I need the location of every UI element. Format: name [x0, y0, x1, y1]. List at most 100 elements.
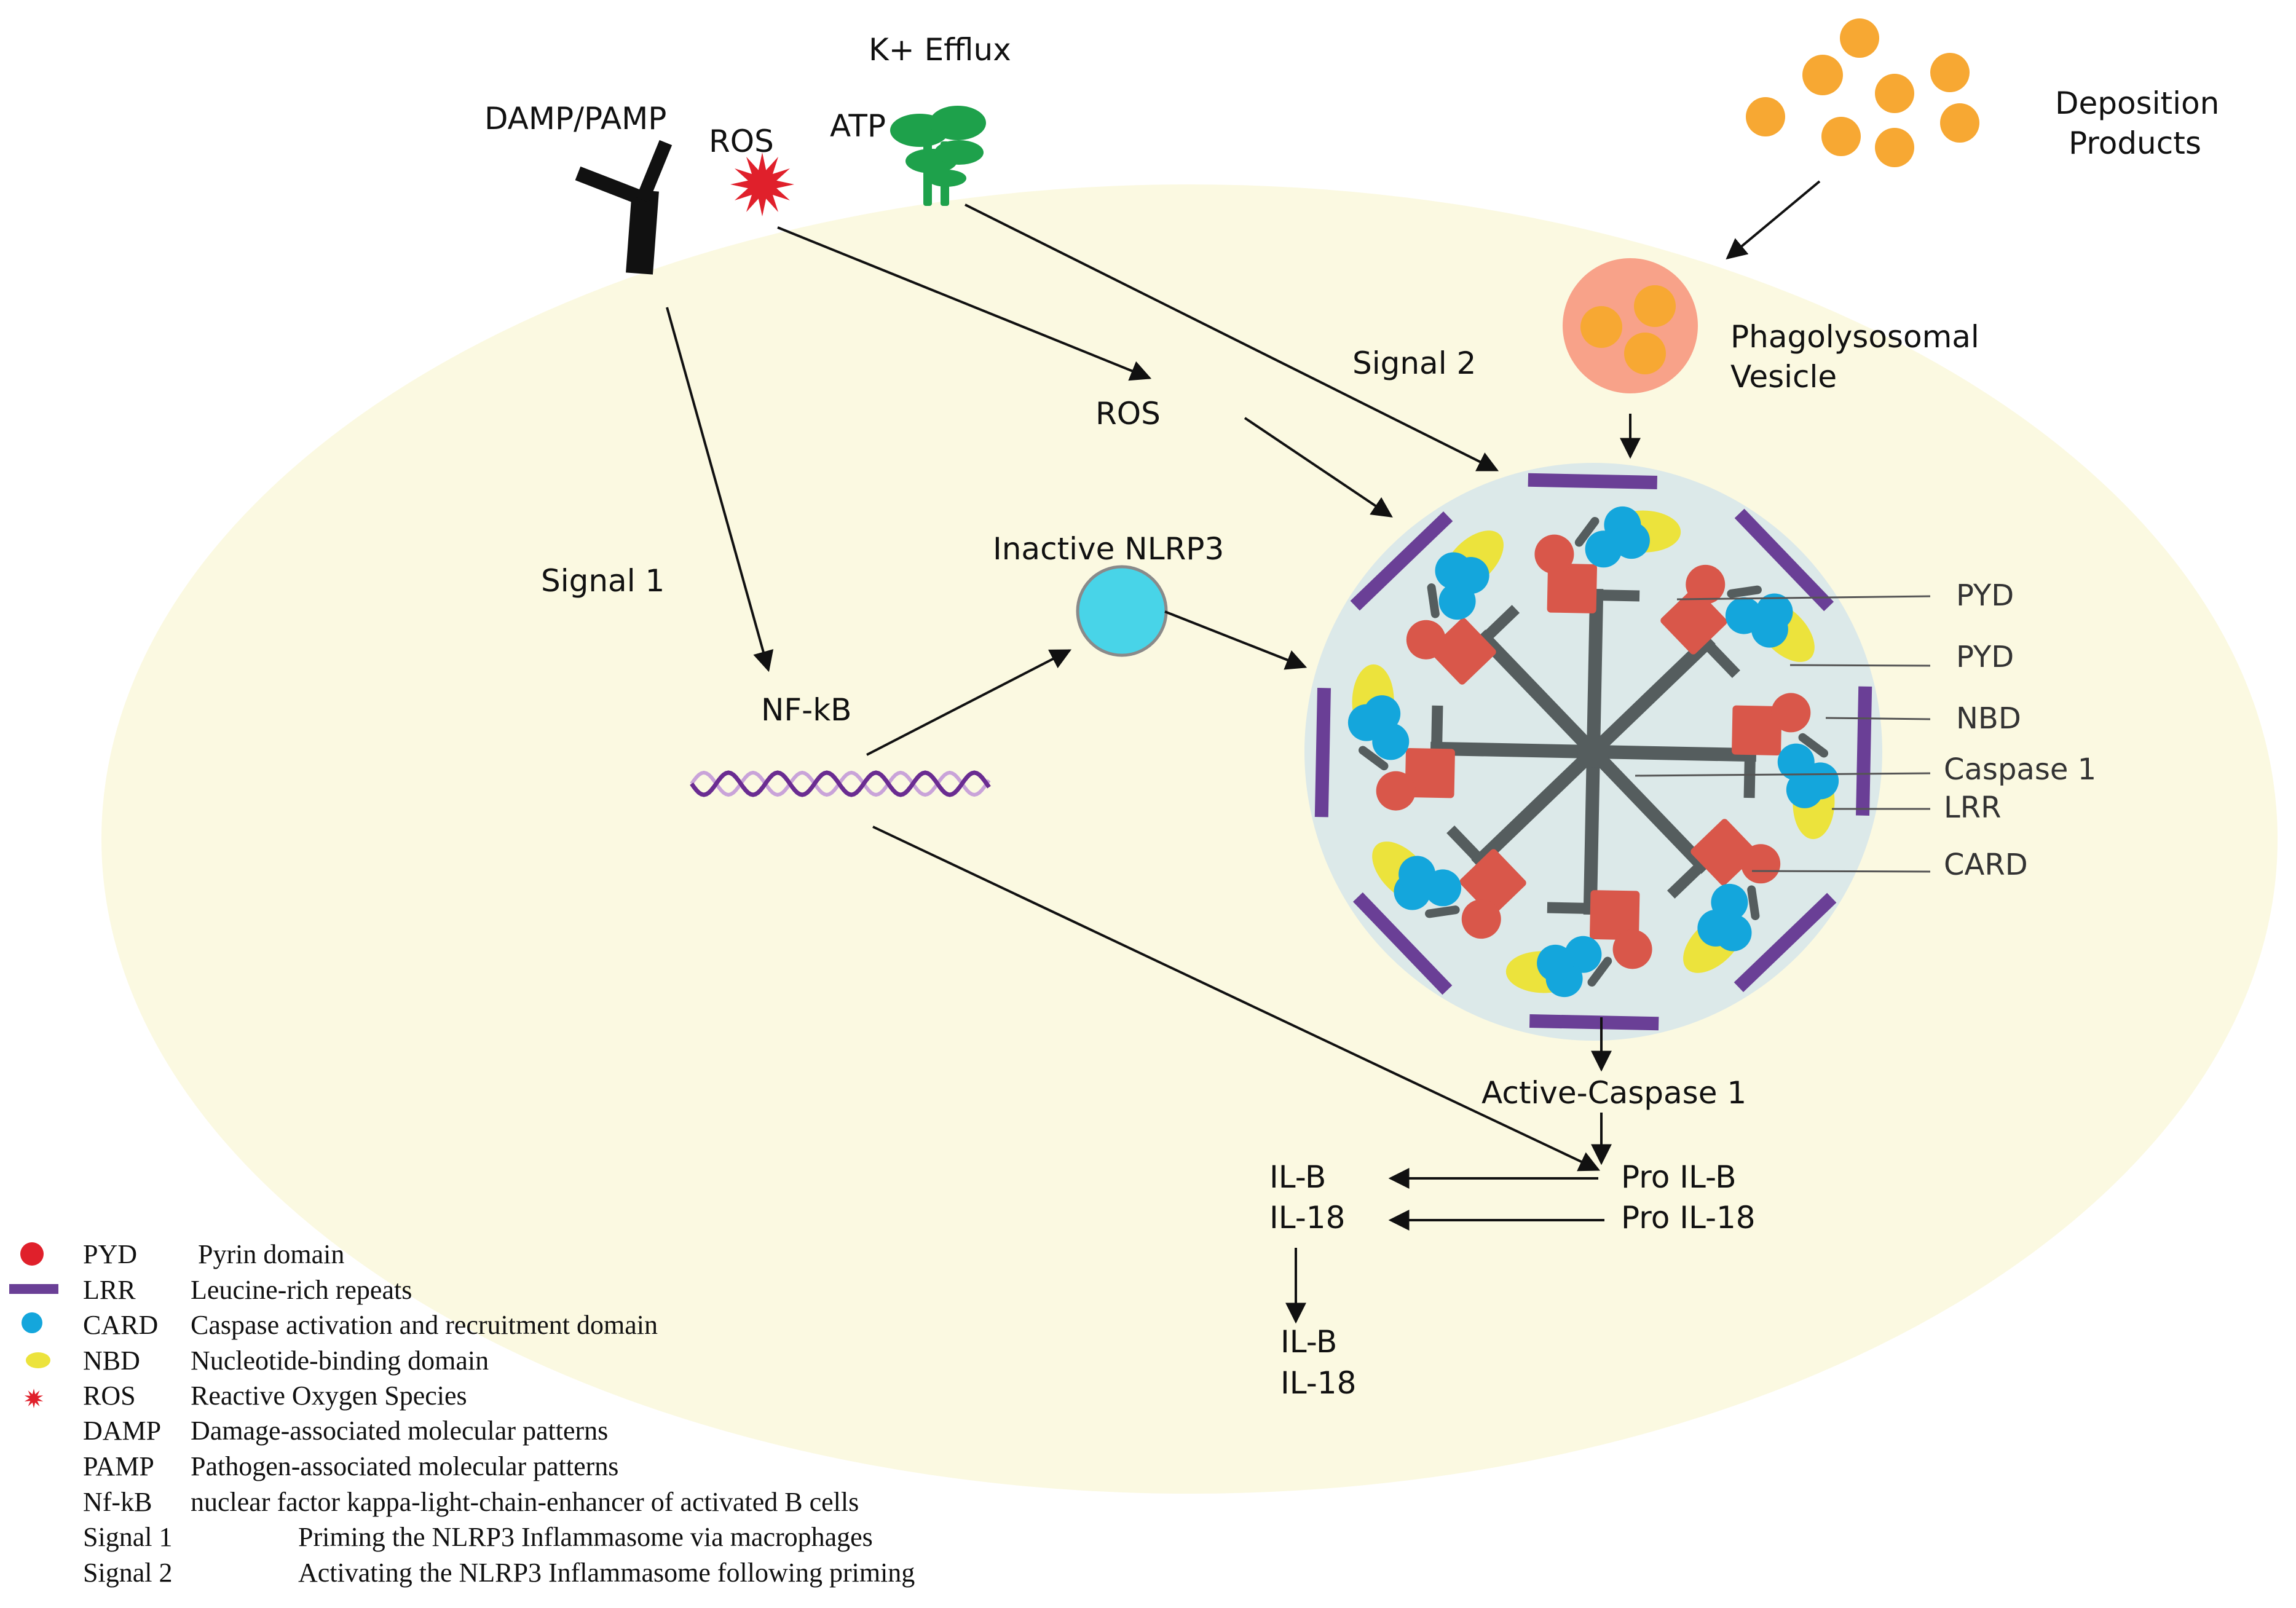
- phagolysosomal-vesicle-icon: [1563, 258, 1698, 393]
- pyd-dot: [1461, 899, 1501, 939]
- linker: [1727, 585, 1762, 598]
- legend-abbr-nbd: NBD: [83, 1346, 140, 1376]
- legend-abbr-pamp: PAMP: [83, 1451, 154, 1481]
- dna-strand-dark: [690, 770, 991, 797]
- pyd-block: [1590, 890, 1640, 940]
- linker: [1587, 956, 1612, 987]
- legend-ros-icon: [24, 1389, 44, 1408]
- inflammasome-unit: [1314, 664, 1594, 818]
- active-caspase-label: Active-Caspase 1: [1481, 1075, 1746, 1111]
- arrow-nlrp3-to-inflammasome: [1164, 610, 1308, 670]
- inflammasome-unit: [1352, 747, 1598, 995]
- linker: [1427, 583, 1440, 618]
- legend-abbr-nfkb: Nf-kB: [83, 1487, 152, 1517]
- damp-pamp-label: DAMP/PAMP: [484, 101, 666, 136]
- signal-2-label: Signal 2: [1352, 345, 1476, 381]
- lrr-bar: [1350, 511, 1453, 611]
- legend-abbr-ros: ROS: [83, 1381, 136, 1411]
- side-label-nbd: NBD: [1956, 701, 2021, 736]
- inflammasome-hub: [1577, 736, 1609, 768]
- side-label-pyd-2: PYD: [1956, 640, 2014, 674]
- arrow-ros-to-ros: [777, 226, 1152, 381]
- pyd-block: [1459, 849, 1526, 916]
- il-18-secreted-label: IL-18: [1280, 1365, 1356, 1401]
- caspase-1-spoke: [1430, 741, 1594, 759]
- pyd-block: [1690, 819, 1758, 886]
- side-label-caspase-1: Caspase 1: [1944, 752, 2096, 787]
- linker: [1798, 733, 1829, 758]
- arrow-dna-to-nlrp3: [866, 649, 1072, 756]
- card-dot: [1363, 695, 1401, 733]
- arrow-damp-to-nfkb: [666, 307, 774, 672]
- deposition-label: Deposition: [2055, 85, 2219, 121]
- inflammasome-unit: [1505, 751, 1659, 1031]
- legend-desc-lrr: Leucine-rich repeats: [191, 1275, 412, 1305]
- nfkb-label: NF-kB: [761, 692, 851, 728]
- linker: [1574, 516, 1600, 547]
- deposition-particles-icon: [1746, 18, 1979, 167]
- lrr-bar: [1856, 686, 1872, 816]
- caspase-1-spoke: [1475, 629, 1598, 757]
- legend-desc-card: Caspase activation and recruitment domai…: [191, 1310, 658, 1340]
- arrow-atp-to-inflammasome: [965, 203, 1499, 471]
- legend-desc-signal-2: Activating the NLRP3 Inflammasome follow…: [298, 1558, 915, 1588]
- card-dot: [1786, 771, 1823, 808]
- card-dot: [1452, 557, 1489, 594]
- pro-il-b-label: Pro IL-B: [1621, 1159, 1737, 1195]
- legend-nbd-icon: [26, 1352, 50, 1368]
- legend-desc-nfkb: nuclear factor kappa-light-chain-enhance…: [191, 1487, 859, 1517]
- inflammasome-unit: [1588, 747, 1837, 993]
- lrr-bar: [1352, 892, 1453, 995]
- lrr-bar: [1314, 687, 1331, 818]
- linker: [1358, 746, 1389, 771]
- phagolysosomal-label: Phagolysosomal: [1730, 319, 1979, 355]
- k-efflux-label: K+ Efflux: [869, 32, 1011, 68]
- arrow-deposition-to-vesicle: [1726, 180, 1821, 260]
- legend-lrr-icon: [9, 1284, 58, 1294]
- legend-desc-ros: Reactive Oxygen Species: [191, 1381, 467, 1411]
- pyd-dot: [1534, 534, 1574, 574]
- vesicle-label: Vesicle: [1730, 359, 1837, 395]
- legend: PYD Pyrin domain LRR Leucine-rich repeat…: [9, 1239, 915, 1588]
- caspase-1-spoke: [1588, 747, 1711, 874]
- card-dot: [1537, 944, 1574, 982]
- dna-helix-icon: [690, 770, 991, 797]
- il-b-label: IL-B: [1269, 1159, 1326, 1195]
- ros-outside-label: ROS: [709, 124, 774, 159]
- pyd-dot: [1376, 771, 1416, 811]
- caspase-1-spoke: [1593, 745, 1757, 762]
- legend-abbr-signal-2: Signal 2: [83, 1558, 172, 1588]
- legend-desc-pamp: Pathogen-associated molecular patterns: [191, 1451, 618, 1481]
- arrow-ros-to-inflammasome: [1244, 417, 1393, 518]
- inflammasome-unit: [1593, 686, 1872, 840]
- legend-desc-pyd: Pyrin domain: [198, 1239, 344, 1269]
- legend-desc-damp: Damage-associated molecular patterns: [191, 1416, 608, 1446]
- lrr-bar: [1529, 1014, 1659, 1031]
- pyd-block: [1660, 588, 1727, 655]
- ros-star-icon: [730, 152, 794, 216]
- side-label-card: CARD: [1944, 848, 2028, 882]
- legend-abbr-lrr: LRR: [83, 1275, 136, 1305]
- atp-receptor-icon: [890, 106, 986, 206]
- linker: [1425, 905, 1460, 918]
- card-dot: [1399, 856, 1436, 893]
- legend-abbr-signal-1: Signal 1: [83, 1522, 172, 1552]
- side-label-lrr: LRR: [1944, 790, 2001, 825]
- pyd-block: [1429, 618, 1496, 685]
- lrr-bar: [1734, 893, 1837, 993]
- pro-il-18-label: Pro IL-18: [1621, 1200, 1756, 1236]
- legend-abbr-damp: DAMP: [83, 1416, 161, 1446]
- il-b-secreted-label: IL-B: [1280, 1324, 1337, 1360]
- card-dot: [1751, 610, 1788, 648]
- inflammasome-unit: [1528, 473, 1681, 752]
- card-dot: [1612, 522, 1650, 559]
- side-label-pyd-1: PYD: [1956, 578, 2014, 613]
- pathway-arrows: [666, 180, 1821, 1324]
- card-dot: [1697, 909, 1735, 947]
- legend-pyd-icon: [20, 1242, 44, 1266]
- lrr-bar: [1528, 473, 1658, 489]
- products-label: Products: [2069, 125, 2201, 161]
- caspase-1-spoke: [1471, 747, 1598, 870]
- signal-1-label: Signal 1: [541, 563, 665, 599]
